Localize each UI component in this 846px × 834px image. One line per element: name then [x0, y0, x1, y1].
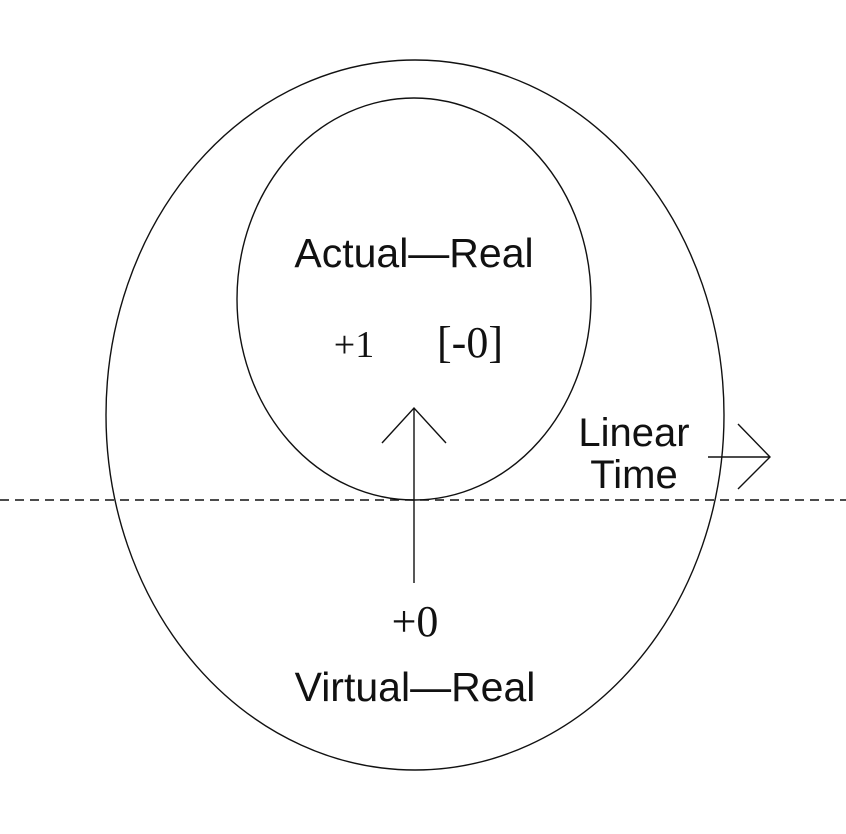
inner-value-minus-zero: [-0] — [437, 318, 503, 367]
up-arrow-icon — [381, 406, 447, 444]
inner-value-plus-one: +1 — [334, 324, 374, 366]
outer-value-plus-zero: +0 — [392, 597, 439, 646]
linear-time-label-line1: Linear — [578, 411, 689, 455]
linear-time-label-line2: Time — [590, 453, 677, 497]
right-arrow-icon — [737, 423, 771, 490]
outer-oval — [105, 59, 725, 771]
outer-label: Virtual—Real — [295, 664, 536, 710]
inner-label: Actual—Real — [294, 230, 533, 276]
